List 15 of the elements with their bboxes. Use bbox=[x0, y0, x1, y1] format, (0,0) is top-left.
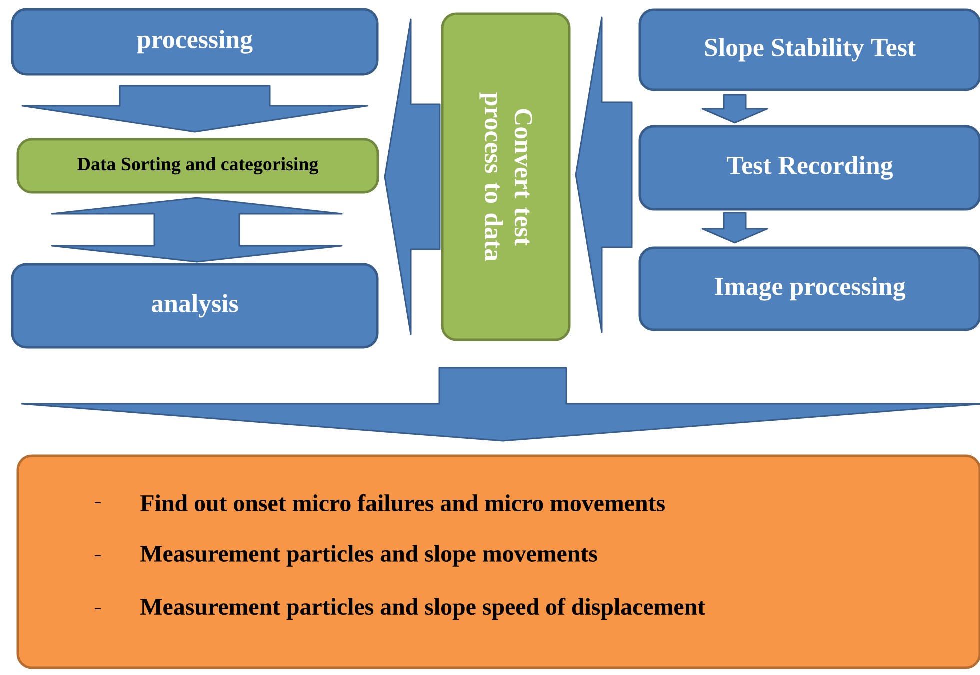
result-box: Find out onset micro failures and micro movements Measurement particles and slope movements Measurement particles and slope speed of displacement bbox=[16, 454, 980, 670]
process-box: Test Recording bbox=[638, 125, 980, 211]
process-box: Slope Stability Test bbox=[638, 8, 980, 92]
block-arrow bbox=[21, 367, 980, 442]
process-box: Image processing bbox=[638, 246, 980, 332]
process-box: analysis bbox=[11, 263, 379, 349]
process-box: processing bbox=[11, 8, 379, 76]
block-arrow bbox=[702, 94, 768, 124]
block-arrow bbox=[575, 16, 633, 334]
process-box: Convert test process to data bbox=[441, 12, 571, 342]
block-arrow bbox=[384, 18, 441, 336]
block-arrow bbox=[22, 85, 368, 133]
block-arrow bbox=[702, 212, 768, 244]
process-box: Data Sorting and categorising bbox=[16, 138, 380, 194]
block-arrow bbox=[51, 197, 343, 263]
